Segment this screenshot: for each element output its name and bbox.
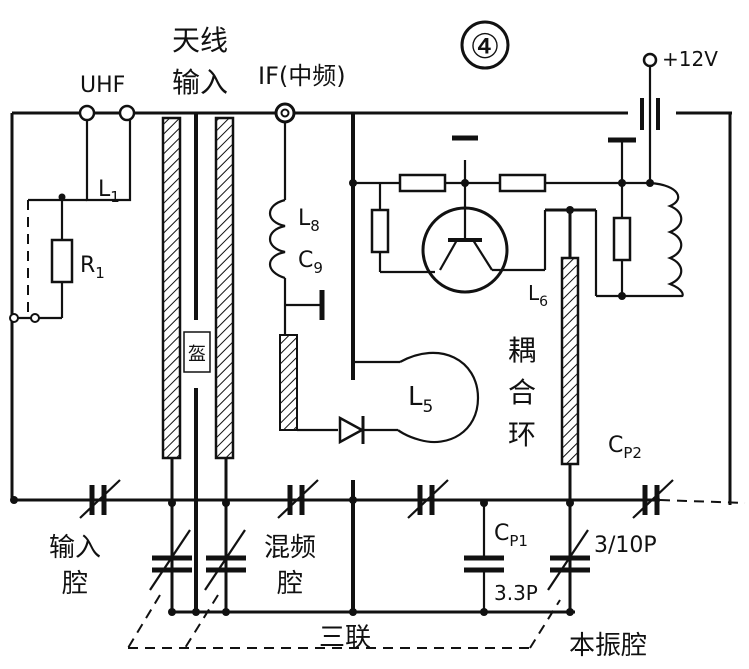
triple-gang-label: 三联 [319,623,371,653]
svg-text:④: ④ [470,27,500,67]
l5-label: L5 [408,382,433,417]
partition-label: 盔 [188,344,206,365]
if-label: IF(中频) [258,62,346,90]
uhf-input-section [9,104,136,323]
l6-label: L6 [528,281,548,310]
l1-loop [85,120,132,202]
l1-label: L1 [98,177,120,206]
oscillator-section [349,52,684,300]
uhf-label: UHF [80,73,125,98]
oscillator-cavity-label: 本振腔 [569,631,647,661]
supply-label: +12V [662,47,718,71]
mixer-diode [338,415,365,445]
antenna-label-2: 输入 [172,66,228,99]
l6-coupling-ring [560,256,580,466]
cp2-label: CP2 [608,433,642,462]
coupling-ring-label-2: 合 [508,376,536,409]
tuning-capacitors [127,503,590,649]
r1-resistor [50,238,74,284]
resonator-rods [161,113,596,612]
oscillator-coil [649,181,684,298]
cp1-label: CP1 [494,521,528,550]
l8-coil [268,198,286,280]
c9-label: C9 [298,248,323,277]
mixer-cavity-label-2: 腔 [277,569,303,599]
antenna-label-1: 天线 [172,24,228,57]
r1-label: R1 [80,253,105,282]
figure-number: ④ [460,20,510,70]
mixer-cavity-label-1: 混频 [264,533,316,563]
input-cavity-label-2: 腔 [62,569,88,599]
labels: 天线 输入 UHF IF(中频) +12V L1 R1 L8 C9 L5 L6 … [49,24,718,661]
cp2-value: 3/10P [594,533,657,558]
l5-loop [397,351,480,444]
input-cavity-label-1: 输入 [49,533,101,563]
bottom-trimmers [10,479,674,519]
if-section [268,102,480,612]
cp1-value: 3.3P [494,581,538,605]
enclosure [10,111,746,614]
l8-label: L8 [298,206,320,235]
coupling-ring-label-1: 耦 [508,334,536,367]
coupling-ring-label-3: 环 [508,418,536,451]
